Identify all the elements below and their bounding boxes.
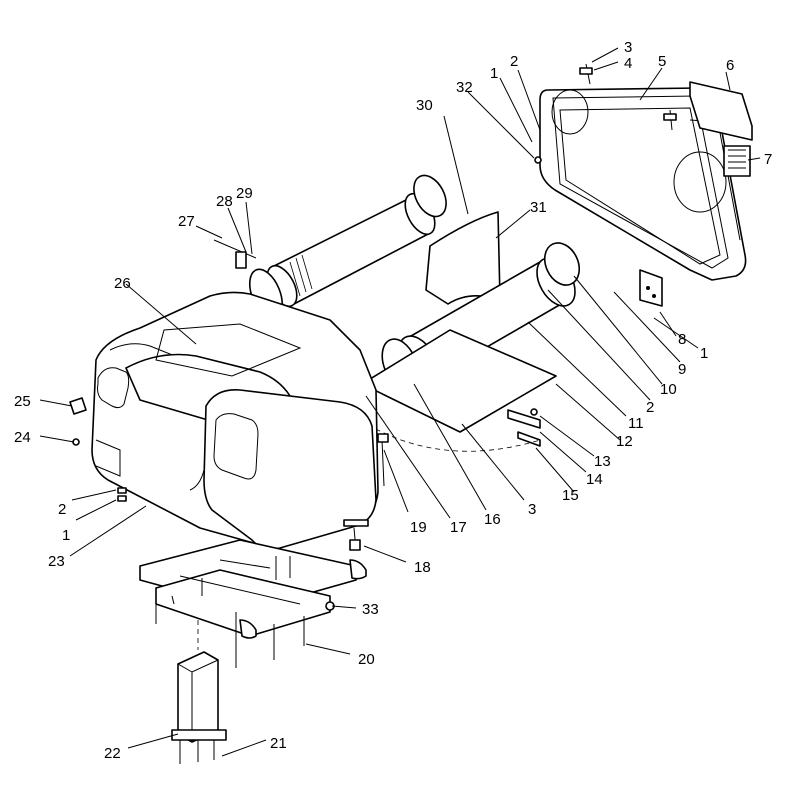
callout-4: 4 [624,55,632,72]
left-latch [69,397,87,415]
lower-end-cap [543,242,581,286]
callout-30: 30 [416,97,433,114]
callout-23: 23 [48,553,65,570]
callout-11: 11 [628,415,644,432]
callout-10: 10 [660,381,677,398]
callout-9: 9 [678,361,686,378]
long-bolt [213,239,257,269]
callout-32: 32 [456,79,473,96]
upper-filter-cylinder [266,192,436,308]
callout-1: 1 [490,65,498,82]
callout-2: 2 [510,53,518,70]
base-plate [359,419,541,452]
callout-27: 27 [178,213,195,230]
callout-26: 26 [114,275,131,292]
callout-21: 21 [270,735,287,752]
rear-panel [539,87,747,281]
callout-12: 12 [616,433,633,450]
callout-3-lower: 3 [528,501,536,518]
top-bolts [579,63,677,131]
callout-18: 18 [414,559,431,576]
callout-8: 8 [678,331,686,348]
callout-15: 15 [562,487,579,504]
clamp-brackets [507,408,541,447]
housing-bolt [343,519,369,551]
shroud [425,211,501,305]
callout-labels: 1 2 3 4 5 6 7 8 1 9 10 2 11 12 13 14 15 … [14,39,772,762]
callout-33: 33 [362,601,379,618]
hood-bolt [377,433,389,487]
callout-3: 3 [624,39,632,56]
upper-end-cap [413,174,447,218]
callout-1-right: 1 [700,345,708,362]
callout-14: 14 [586,471,603,488]
callout-17: 17 [450,519,467,536]
callout-31: 31 [530,199,547,216]
control-module [723,145,751,177]
main-housing [91,291,379,550]
left-nut-washer [117,487,127,502]
cover-plate [689,81,753,141]
callout-29: 29 [236,185,253,202]
panel-fastener [534,156,542,164]
callout-6: 6 [726,57,734,74]
callout-7: 7 [764,151,772,168]
base-frame [139,539,367,639]
callout-2-left: 2 [58,501,66,518]
callout-22: 22 [104,745,121,762]
tray-plate [361,329,557,433]
frame-bolts [155,556,335,668]
leader-lines [39,47,761,757]
callout-2-right: 2 [646,399,654,416]
callout-19: 19 [410,519,427,536]
callout-24: 24 [14,429,31,446]
callout-13: 13 [594,453,611,470]
callout-5: 5 [658,53,666,70]
callout-20: 20 [358,651,375,668]
support-column [171,620,227,764]
callout-16: 16 [484,511,501,528]
side-bracket [639,269,663,307]
callout-28: 28 [216,193,233,210]
callout-25: 25 [14,393,31,410]
callout-1-left: 1 [62,527,70,544]
